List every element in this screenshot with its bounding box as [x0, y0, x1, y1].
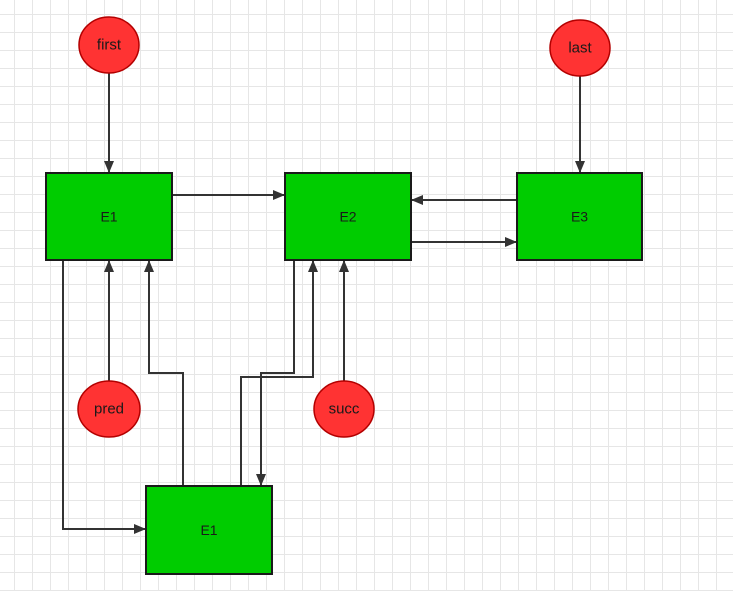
node-first[interactable]: first: [78, 16, 140, 74]
node-label-e3: E3: [571, 209, 588, 225]
node-label-first: first: [97, 37, 122, 54]
node-pred[interactable]: pred: [77, 380, 141, 438]
pred-pointer-shape: [77, 380, 141, 438]
succ-pointer-shape: [313, 380, 375, 438]
arrow-e1-bottom-to-e2: [240, 260, 318, 486]
node-e1-bottom[interactable]: E1: [145, 485, 273, 575]
node-label-pred: pred: [94, 401, 124, 418]
arrow-e2-to-e1-bottom: [256, 260, 295, 486]
node-label-e1-top: E1: [100, 209, 117, 225]
node-label-succ: succ: [329, 401, 360, 418]
e3-node-box: [516, 172, 643, 261]
node-e3[interactable]: E3: [516, 172, 643, 261]
node-e1-top[interactable]: E1: [45, 172, 173, 261]
first-pointer-shape: [78, 16, 140, 74]
edges-layer: [62, 73, 585, 534]
node-e2[interactable]: E2: [284, 172, 412, 261]
arrow-e1-bottom-to-e1-top: [144, 260, 184, 486]
e1-top-node-box: [45, 172, 173, 261]
node-label-e1-bottom: E1: [200, 522, 217, 538]
e2-node-box: [284, 172, 412, 261]
node-succ[interactable]: succ: [313, 380, 375, 438]
last-pointer-shape: [549, 19, 611, 77]
node-label-e2: E2: [339, 209, 356, 225]
arrow-e1-top-to-e1-bottom: [62, 260, 146, 534]
e1-bottom-node-box: [145, 485, 273, 575]
node-last[interactable]: last: [549, 19, 611, 77]
node-label-last: last: [568, 40, 592, 57]
